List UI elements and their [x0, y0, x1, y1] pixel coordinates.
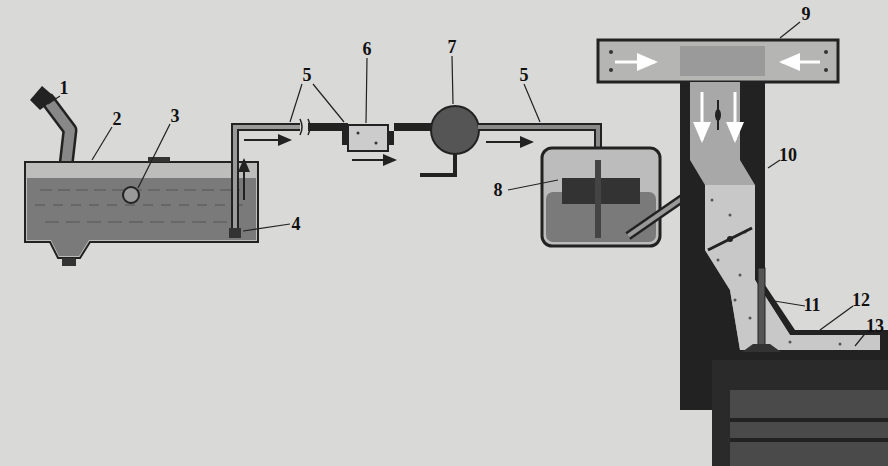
- callout-number: 1: [59, 79, 70, 97]
- callout-number: 2: [112, 110, 123, 128]
- callout-number: 4: [291, 215, 302, 233]
- callout-number: 8: [493, 181, 504, 199]
- callout-number: 12: [851, 291, 871, 309]
- callout-number: 6: [362, 40, 373, 58]
- callout-number: 5: [302, 66, 313, 84]
- callout-number: 5: [519, 66, 530, 84]
- callout-number: 11: [802, 296, 821, 314]
- callout-number: 9: [801, 5, 812, 23]
- callout-number: 3: [170, 107, 181, 125]
- callout-number: 10: [778, 146, 798, 164]
- callout-number: 13: [865, 317, 885, 335]
- callout-number: 7: [447, 38, 458, 56]
